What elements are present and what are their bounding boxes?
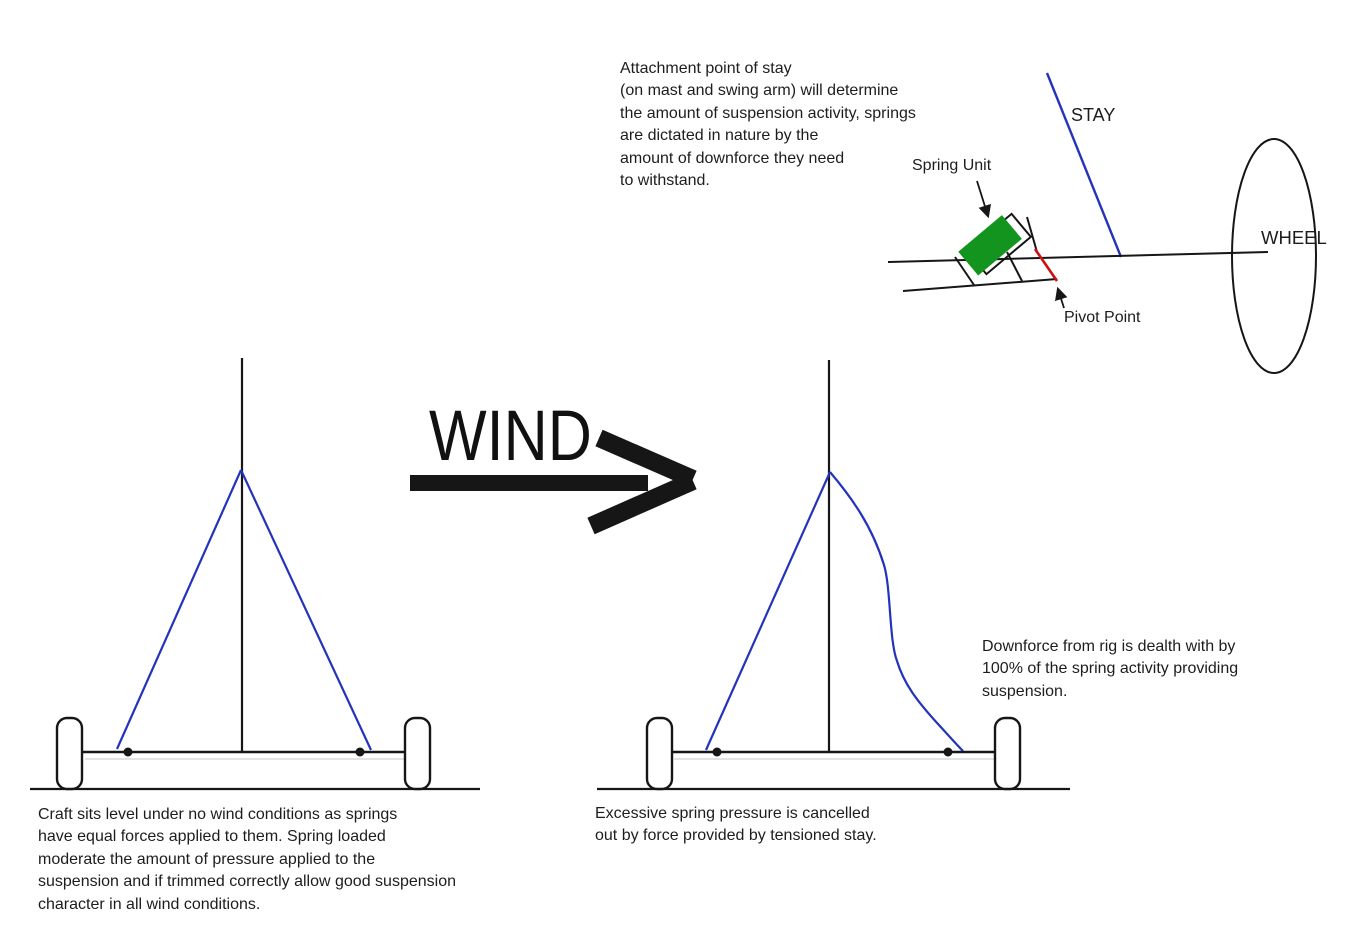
spring-unit-pointer-arrow [976,180,992,219]
right-starboard-stay-slack [829,471,964,752]
right-port-stay [704,471,832,751]
right-wheel-left [645,716,674,791]
swing-arm-crossbar-left [954,256,975,286]
wheel-ellipse [1231,138,1317,374]
right-craft-caption: Excessive spring pressure is cancelled o… [595,805,877,845]
pivot-point-pointer-arrow [1055,286,1068,309]
right-wheel-right [993,716,1022,791]
left-port-stay [115,469,243,750]
left-spring-pivot-dot-right [355,747,365,757]
swing-arm-top-rail [887,251,1269,263]
right-craft-figure [597,360,1070,791]
spring-unit-label: Spring Unit [912,157,992,174]
wind-label: WIND [429,397,592,476]
left-wheel-left [55,716,84,791]
swing-arm-detail-diagram [887,72,1317,374]
stay-label: STAY [1071,105,1116,125]
left-craft-caption: Craft sits level under no wind condition… [38,806,456,913]
pivot-point-label: Pivot Point [1064,309,1141,326]
wind-arrow-barb-upper [595,429,697,488]
left-wheel-right [403,716,432,791]
wind-arrow [410,429,697,535]
detail-stay-line [1045,72,1123,258]
left-spring-pivot-dot-left [123,747,133,757]
spring-unit-rect [958,215,1022,276]
pivot-point-line [1033,248,1059,282]
swing-arm-bottom-rail [902,278,1058,292]
attachment-annotation-text: Attachment point of stay (on mast and sw… [620,60,916,190]
swing-arm-crossbar-right [1006,251,1023,282]
right-spring-pivot-dot-left [712,747,722,757]
right-spring-pivot-dot-right [943,747,953,757]
wheel-label: WHEEL [1261,227,1327,248]
left-craft-figure [30,358,480,791]
left-starboard-stay [240,469,372,751]
wind-arrow-barb-lower [587,472,697,535]
pivot-strut-black [1026,216,1038,253]
downforce-note: Downforce from rig is dealth with by 100… [982,638,1239,700]
